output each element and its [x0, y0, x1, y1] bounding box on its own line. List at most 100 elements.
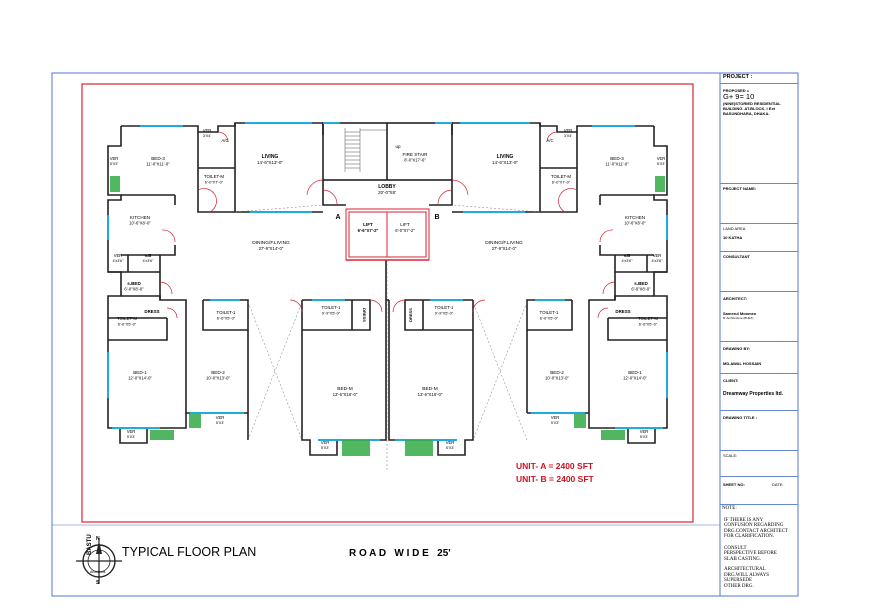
- tb-drawing-title-heading: DRAWING TITLE :: [723, 415, 757, 420]
- tb-note-1: IF THERE IS ANY: [724, 517, 764, 523]
- left-toilet_m2-dim: 6'-6"X5'-0": [118, 321, 137, 326]
- tb-note-7: SLAB CASTING.: [724, 556, 761, 562]
- tb-consultant-heading: CONSULTANT: [723, 254, 750, 259]
- left-ver_b-name: VER: [110, 156, 119, 161]
- stair-treads: [344, 128, 386, 172]
- left-ver_a-name: VER: [203, 128, 212, 133]
- right-bed3-name: BED-3: [610, 156, 624, 161]
- lift-1-dim: 6'-6"X7'-2": [358, 228, 379, 233]
- compass-arrow-icon: [96, 541, 102, 554]
- left-ver_c-dim: 4'x3'6": [113, 259, 125, 263]
- left-kitchen-name: KITCHEN: [130, 215, 150, 220]
- tb-project-heading: PROJECT :: [723, 74, 753, 80]
- left-bed1-dim: 12'-0"X14'-0": [128, 376, 152, 381]
- left-unit-walls: [107, 122, 387, 456]
- tb-note-10: SUPERSEDE: [724, 578, 753, 583]
- left-bedm-dim: 13'-6"X16'-0": [333, 392, 358, 397]
- right-bed1-dim: 12'-0"X14'-0": [623, 376, 647, 381]
- left-toilet_m2-name: TOILET-M: [117, 316, 138, 321]
- unit-area-block: UNIT- A = 2400 SFT UNIT- B = 2400 SFT: [516, 460, 594, 486]
- tb-drawn-by-value: MD.AWAL HOSSAIN: [723, 361, 762, 366]
- right-toilet1m-name: TOILET-1: [435, 305, 455, 310]
- right-living-name: LIVING: [497, 154, 514, 160]
- tb-note-3: DRG.CONTACT ARCHITECT: [724, 528, 788, 534]
- tb-note-2: CONFUSION REGARDING: [724, 523, 784, 528]
- right-kitchen-dim: 10'-6"X8'-0": [624, 221, 646, 226]
- tb-drawn-by: DRAWING BY: MD.AWAL HOSSAIN: [720, 341, 798, 374]
- tb-drawing-title: DRAWING TITLE :: [720, 410, 798, 451]
- right-ver_b-dim: 5'X3': [657, 162, 665, 166]
- right-toilet_m-dim: 6'-0"X7'-0": [552, 179, 571, 184]
- right-ver_b-name: VER: [657, 156, 666, 161]
- lift-2-dim: 6'-0"X7'-2": [395, 228, 415, 233]
- left-dress: DRESS: [144, 309, 159, 314]
- tb-desc-2: BUILDING. AT.BLOCK. I Ext: [723, 106, 775, 111]
- left-toilet1-name: TOILET-1: [217, 310, 237, 315]
- left-toilet1-dim: 6'-6"X5'-0": [217, 315, 236, 320]
- title-block: PROJECT : PROPOSED = G+ 9= 10 (NINE)STOR…: [720, 73, 798, 596]
- tb-land-area: LAND AREA 10 KATHA: [720, 223, 798, 252]
- right-ver_c-dim: 4'x3'6": [652, 259, 664, 263]
- tb-sheet: SHEET NO: DATE:: [720, 476, 798, 505]
- left-ac: A/C: [221, 138, 228, 143]
- lobby-dim: 20'-0"X8': [378, 190, 396, 195]
- right-living-dim: 14'-6"X13'-0": [492, 160, 518, 165]
- unit-b-area: UNIT- B = 2400 SFT: [516, 474, 594, 484]
- left-ver_f-name: VER: [321, 440, 330, 445]
- plan-title: TYPICAL FLOOR PLAN: [122, 545, 257, 559]
- green-planters: [110, 176, 665, 456]
- right-bed2-name: BED-2: [550, 370, 564, 375]
- left-bed3-dim: 11'-0"X11'-0": [146, 162, 170, 167]
- right-bedm-name: BED-M: [422, 386, 437, 392]
- tb-desc-3: BASUNDHARA, DHAKA.: [723, 111, 770, 116]
- bastu-logo: [76, 538, 122, 584]
- right-ver_e-name: VER: [551, 415, 560, 420]
- left-living-name: LIVING: [262, 154, 279, 160]
- right-sb-name: s.B: [624, 253, 631, 258]
- right-ver_f-name: VER: [446, 440, 455, 445]
- right-dining-dim: 27'-9"X14'-0": [492, 246, 517, 251]
- left-dress2: DRESS: [362, 308, 367, 322]
- right-ver_d-name: VER: [640, 429, 649, 434]
- tb-project-name: PROJECT NAME:: [720, 183, 798, 224]
- tb-proposed: PROPOSED =: [723, 88, 750, 93]
- tb-storey: G+ 9= 10: [723, 92, 755, 101]
- road-width-label: R O A D W I D E 25': [349, 548, 451, 559]
- tb-date-heading: DATE:: [772, 482, 784, 487]
- unit-b-marker: B: [434, 214, 439, 221]
- fire-stair-name: FIRE STAIR: [403, 152, 429, 157]
- left-toilet1m-name: TOILET-1: [322, 305, 342, 310]
- room-labels: BED-311'-0"X11'-0"BED-311'-0"X11'-0"VER3…: [110, 128, 666, 450]
- tb-notes: NOTE: IF THERE IS ANY CONFUSION REGARDIN…: [720, 504, 798, 597]
- right-toilet1-name: TOILET-1: [540, 310, 560, 315]
- tb-sheet-heading: SHEET NO:: [723, 482, 745, 487]
- right-kitchen-name: KITCHEN: [625, 215, 645, 220]
- left-bed1-name: BED-1: [133, 370, 147, 375]
- tb-consultant: CONSULTANT: [720, 251, 798, 292]
- tb-note-9: DRG.WILL ALWAYS: [724, 572, 770, 578]
- left-ver_e-name: VER: [216, 415, 225, 420]
- right-dress2: DRESS: [408, 308, 413, 322]
- tb-note-heading: NOTE:: [722, 506, 737, 511]
- right-toilet_m2-dim: 6'-6"X5'-0": [639, 321, 658, 326]
- tb-drawn-by-heading: DRAWING BY:: [723, 346, 751, 351]
- tb-land-area-heading: LAND AREA: [723, 226, 746, 231]
- left-bed2-name: BED-2: [211, 370, 225, 375]
- right-bed2-dim: 10'-0"X13'-0": [545, 376, 569, 381]
- logo-subtext: Architects: [90, 570, 106, 574]
- left-sbed-dim: 6'-0"X8'-0": [124, 287, 144, 292]
- logo-text: BASTU: [87, 534, 93, 555]
- right-ver_e-dim: 5'X3': [551, 421, 559, 425]
- tb-scale-heading: SCALE:: [723, 453, 738, 458]
- right-ver_d-dim: 5'X3': [640, 435, 648, 439]
- left-toilet1m-dim: 9'-9"X5'-0": [322, 310, 341, 315]
- left-bed3-name: BED-3: [151, 156, 165, 161]
- right-sbed-name: s.BED: [634, 281, 648, 286]
- left-dining-dim: 27'-9"X14'-0": [259, 246, 284, 251]
- left-toilet_m-name: TOILET-M: [204, 174, 225, 179]
- tb-note-8: ARCHITECTURAL: [724, 567, 766, 572]
- left-ver_c-name: VER: [114, 253, 123, 258]
- right-toilet_m2-name: TOILET-M: [638, 316, 659, 321]
- tb-note-11: OTHER DRG.: [724, 583, 754, 589]
